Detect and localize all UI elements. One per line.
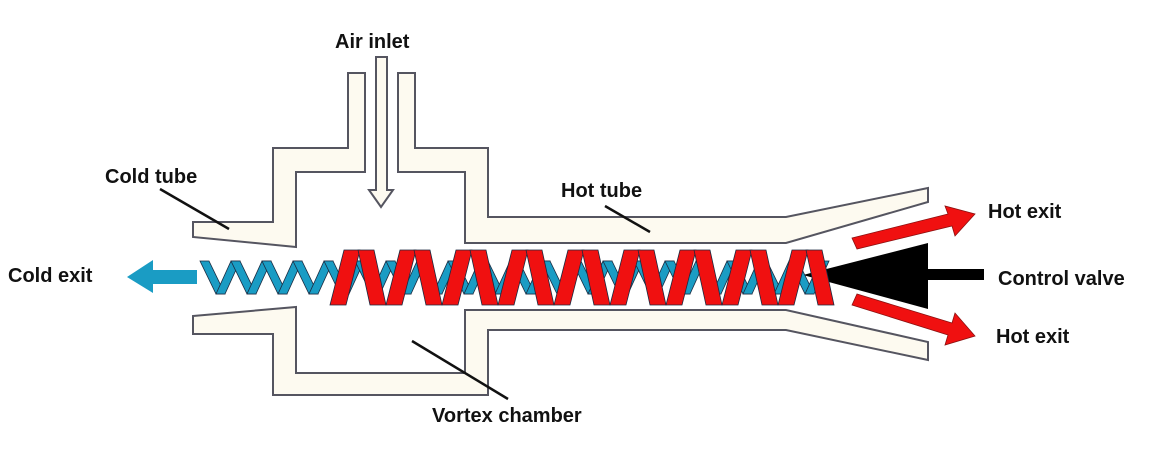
vortex-chamber-leader — [411, 339, 509, 401]
cold-exit-arrow-icon — [127, 260, 197, 293]
upper-right-wall — [397, 72, 929, 244]
hot-helix-segment — [441, 249, 473, 306]
hot-helix-segment — [721, 249, 753, 306]
hot-exit-bottom-arrow-icon — [851, 293, 976, 346]
lower-left-wall — [192, 305, 929, 396]
hot-tube-label: Hot tube — [561, 180, 642, 202]
hot-helix-segment — [609, 249, 641, 306]
control-valve-stem — [928, 269, 984, 280]
hot-helix-segment — [497, 249, 529, 306]
hot-helix-segment — [329, 249, 361, 306]
air-inlet-label: Air inlet — [335, 31, 410, 53]
inlet-arrow-icon — [367, 56, 395, 209]
hot-exit-top-arrow-icon — [851, 205, 976, 250]
hot-helix-segment — [777, 249, 809, 306]
control-valve-cone — [803, 243, 928, 309]
upper-left-wall — [192, 72, 366, 249]
vortex-chamber-label: Vortex chamber — [432, 405, 582, 427]
hot-helix-segment — [553, 249, 585, 306]
hot-helix-segment — [805, 249, 835, 306]
hot-flow-helix — [329, 249, 835, 306]
cold-exit-label: Cold exit — [8, 265, 93, 287]
hot-exit-bottom-label: Hot exit — [996, 326, 1070, 348]
hot-helix-segment — [665, 249, 697, 306]
cold-tube-label: Cold tube — [105, 166, 197, 188]
hot-helix-segment — [385, 249, 417, 306]
hot-exit-top-label: Hot exit — [988, 201, 1062, 223]
hot-tube-leader — [604, 204, 651, 234]
cold-tube-leader — [159, 187, 230, 231]
hot-helix-segment — [693, 249, 723, 306]
control-valve-label: Control valve — [998, 268, 1125, 290]
